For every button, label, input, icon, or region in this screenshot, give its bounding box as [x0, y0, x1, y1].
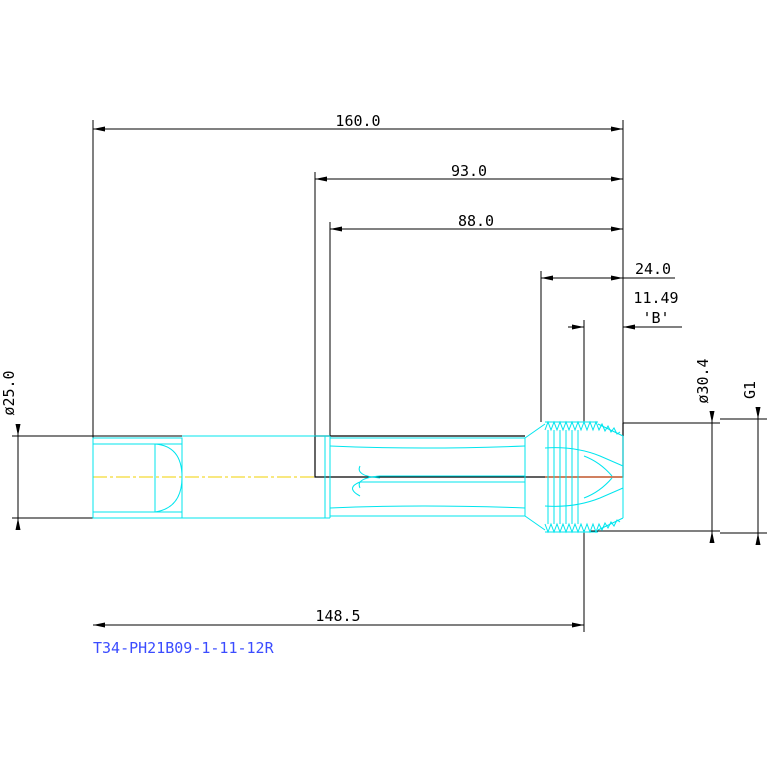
dimension-thread-diameter: ø30.4: [590, 358, 720, 543]
dim-label-148-5: 148.5: [315, 607, 360, 625]
dim-label-93: 93.0: [451, 162, 487, 180]
dim-label-30-4: ø30.4: [694, 358, 712, 403]
dim-label-160: 160.0: [335, 112, 380, 130]
dim-label-24: 24.0: [635, 260, 671, 278]
section-reference-box: [314, 423, 624, 478]
dim-label-25: ø25.0: [0, 370, 18, 415]
dim-label-b: 'B': [642, 309, 669, 327]
dimension-thread-spec: G1: [720, 381, 767, 545]
dimension-length-11-49: 11.49 'B': [568, 289, 682, 422]
dimension-length-93: 93.0: [314, 162, 623, 436]
dim-label-11-49: 11.49: [633, 289, 678, 307]
dimension-length-88: 88.0: [329, 212, 623, 436]
part-number: T34-PH21B09-1-11-12R: [93, 639, 275, 657]
dim-label-g1: G1: [741, 381, 759, 399]
dimension-shank-length: 148.5: [93, 530, 585, 632]
dimension-length-24: 24.0: [540, 260, 675, 422]
dim-label-88: 88.0: [458, 212, 494, 230]
dimension-overall-length: 160.0: [92, 112, 624, 515]
tap-outline: [92, 420, 624, 534]
